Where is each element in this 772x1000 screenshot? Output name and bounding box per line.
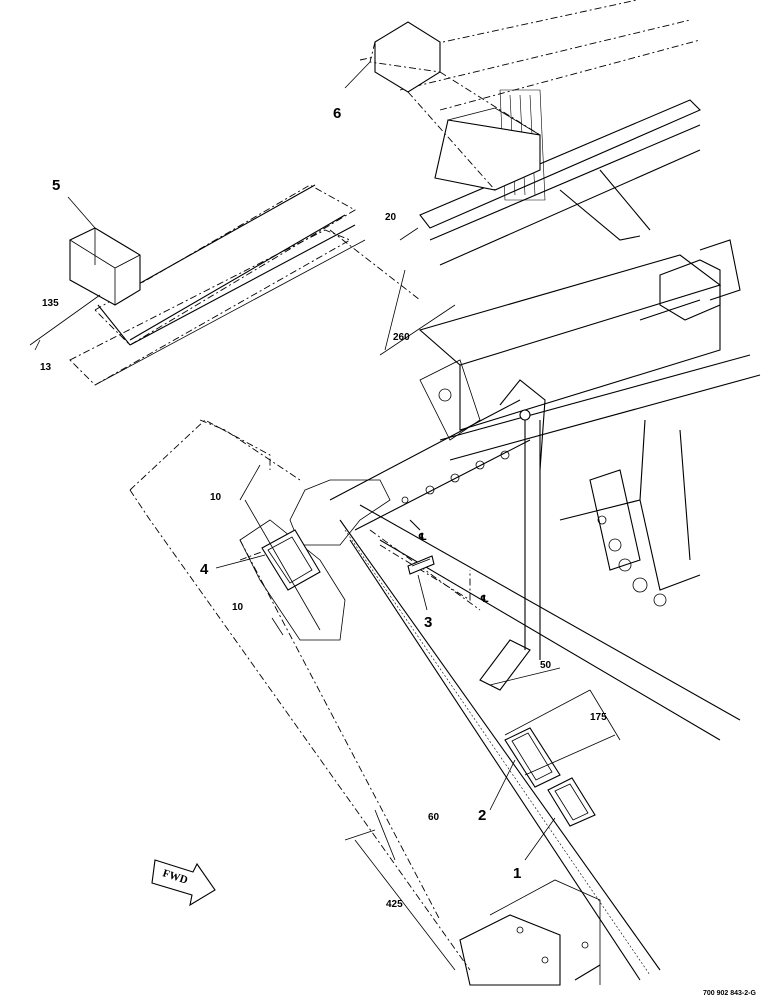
- drawing-number: 700 902 843-2-G: [703, 990, 756, 997]
- dim-10-upper: 10: [210, 492, 222, 503]
- decal-4: [261, 529, 321, 591]
- dim-425: 425: [386, 899, 403, 910]
- centerline-mark: ℄: [418, 532, 427, 543]
- dim-50: 50: [540, 660, 552, 671]
- dim-60: 60: [428, 812, 440, 823]
- dim-175: 175: [590, 712, 607, 723]
- cross-beam: [329, 379, 741, 741]
- dim-10-lower: 10: [232, 602, 244, 613]
- centerline-mark: ℄: [480, 594, 489, 605]
- dim-260: 260: [393, 332, 410, 343]
- decal-5-shield: [69, 184, 421, 386]
- callout-labels: 1 2 3 4 5 6: [52, 105, 521, 882]
- leader-lines: [67, 61, 556, 861]
- upper-frame-rails: [359, 0, 701, 266]
- dim-135: 135: [42, 298, 59, 309]
- dim-13: 13: [40, 362, 52, 373]
- decal-3: [407, 555, 435, 575]
- main-frame: [418, 239, 761, 607]
- callout-5: 5: [52, 177, 60, 194]
- dim-20: 20: [385, 212, 397, 223]
- decal-1: [547, 777, 596, 827]
- callout-4: 4: [200, 561, 209, 578]
- dimension-lines: [29, 227, 621, 971]
- fwd-arrow: FWD: [151, 859, 216, 907]
- callout-6: 6: [333, 105, 341, 122]
- left-shield: [129, 419, 661, 981]
- callout-2: 2: [478, 807, 486, 824]
- decal-2: [504, 727, 561, 788]
- dimension-labels: 10 10 13 20 50 60 135 175 260 425: [40, 212, 607, 910]
- centerline-marks: ℄ ℄: [418, 532, 489, 605]
- callout-3: 3: [424, 614, 432, 631]
- bottom-housing: [459, 879, 601, 986]
- callout-1: 1: [513, 865, 521, 882]
